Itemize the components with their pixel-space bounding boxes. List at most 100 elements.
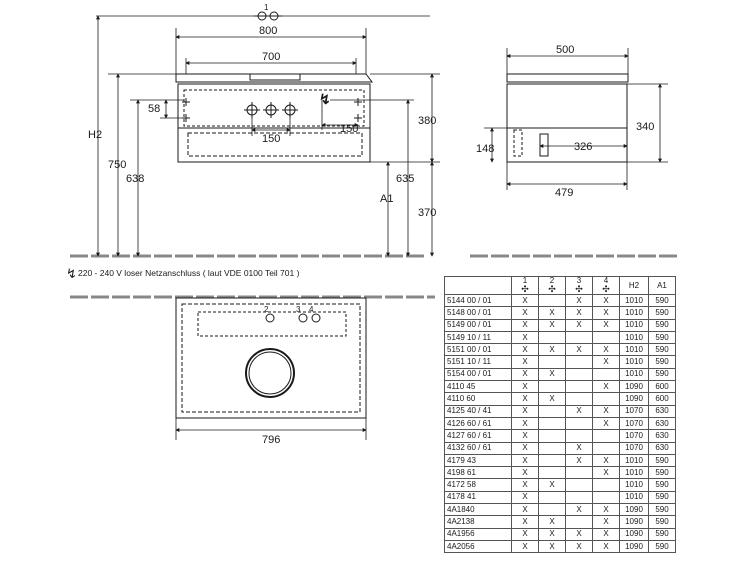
table-cell: X: [511, 306, 539, 320]
svg-text:700: 700: [262, 51, 280, 63]
table-cell: X: [511, 355, 539, 369]
table-cell: X: [538, 478, 566, 492]
table-cell: X: [565, 503, 593, 517]
table-cell: 1010: [619, 453, 649, 468]
side-countertop: [506, 73, 629, 83]
table-cell: 1090: [619, 392, 649, 406]
table-cell: [565, 380, 593, 394]
table-cell: X: [565, 441, 593, 455]
table-cell: [538, 466, 566, 480]
front-cabinet: [177, 83, 371, 163]
table-cell: [565, 355, 593, 369]
table-cell-article: 4179 43: [444, 453, 512, 468]
table-cell: [565, 416, 593, 431]
table-cell: X: [511, 416, 539, 431]
svg-text:380: 380: [418, 115, 436, 127]
table-cell: 1090: [619, 539, 649, 554]
table-cell: X: [592, 453, 620, 468]
table-cell: 1070: [619, 404, 649, 418]
table-cell: X: [538, 367, 566, 382]
svg-text:150: 150: [340, 123, 358, 135]
table-cell: X: [592, 515, 620, 529]
table-cell: 1010: [619, 330, 649, 345]
table-cell: 1010: [619, 306, 649, 320]
table-cell-article: 5149 00 / 01: [444, 318, 512, 332]
dimension-labels: 800 700 500 58 150 150 380 340 326 148 4…: [88, 25, 654, 446]
table-cell-article: 4110 45: [444, 380, 512, 394]
table-cell: 590: [648, 527, 676, 541]
table-cell: 630: [648, 441, 676, 455]
table-cell: 1090: [619, 527, 649, 541]
side-cabinet: [506, 83, 628, 163]
table-cell: X: [511, 490, 539, 505]
table-cell: X: [565, 306, 593, 320]
svg-text:800: 800: [259, 25, 277, 37]
table-cell: X: [511, 367, 539, 382]
table-cell: X: [565, 343, 593, 357]
table-cell: 1010: [619, 318, 649, 332]
table-cell: 1090: [619, 515, 649, 529]
table-cell-article: 4172 58: [444, 478, 512, 492]
table-cell-article: 4126 60 / 61: [444, 416, 512, 431]
table-cell: [592, 330, 620, 345]
top-center-label: 1: [264, 3, 269, 12]
front-basin: [249, 73, 301, 81]
table-cell: X: [511, 539, 539, 554]
table-header-a1: A1: [648, 276, 676, 295]
table-cell: 1070: [619, 416, 649, 431]
svg-text:2: 2: [264, 305, 269, 314]
table-cell: 630: [648, 404, 676, 418]
table-cell: X: [592, 416, 620, 431]
table-cell: X: [538, 515, 566, 529]
table-cell-article: 5148 00 / 01: [444, 306, 512, 320]
table-cell: X: [511, 515, 539, 529]
table-cell: X: [538, 527, 566, 541]
table-cell: X: [511, 318, 539, 332]
table-cell: X: [511, 478, 539, 492]
table-cell: X: [592, 306, 620, 320]
table-cell: 590: [648, 466, 676, 480]
table-cell: X: [592, 318, 620, 332]
table-cell: X: [565, 293, 593, 308]
table-cell: [565, 330, 593, 345]
table-cell: X: [511, 343, 539, 357]
front-countertop: [175, 73, 373, 83]
table-cell: X: [511, 293, 539, 308]
table-cell: [538, 453, 566, 468]
svg-text:340: 340: [636, 121, 654, 133]
table-header-3: 3✣: [565, 276, 593, 295]
table-cell: 590: [648, 293, 676, 308]
table-cell-article: 5154 00 / 01: [444, 367, 512, 382]
plan-view: [175, 297, 367, 419]
table-cell-article: 5151 00 / 01: [444, 343, 512, 357]
table-cell: 1010: [619, 490, 649, 505]
svg-text:3: 3: [296, 305, 301, 314]
table-cell: [538, 490, 566, 505]
floor-line-front: [70, 254, 435, 299]
table-cell: [565, 490, 593, 505]
table-cell: X: [565, 318, 593, 332]
table-cell: 1070: [619, 441, 649, 455]
table-cell: 1090: [619, 503, 649, 517]
table-cell: [565, 429, 593, 443]
table-cell: 1070: [619, 429, 649, 443]
table-cell: 590: [648, 539, 676, 554]
svg-text:A1: A1: [380, 193, 393, 205]
table-cell: X: [511, 466, 539, 480]
table-cell: 1010: [619, 355, 649, 369]
svg-text:58: 58: [148, 103, 160, 115]
table-cell: 590: [648, 355, 676, 369]
table-header-2: 2✣: [538, 276, 566, 295]
table-cell: X: [511, 503, 539, 517]
table-cell: 590: [648, 367, 676, 382]
table-cell: [565, 515, 593, 529]
table-cell: [538, 416, 566, 431]
